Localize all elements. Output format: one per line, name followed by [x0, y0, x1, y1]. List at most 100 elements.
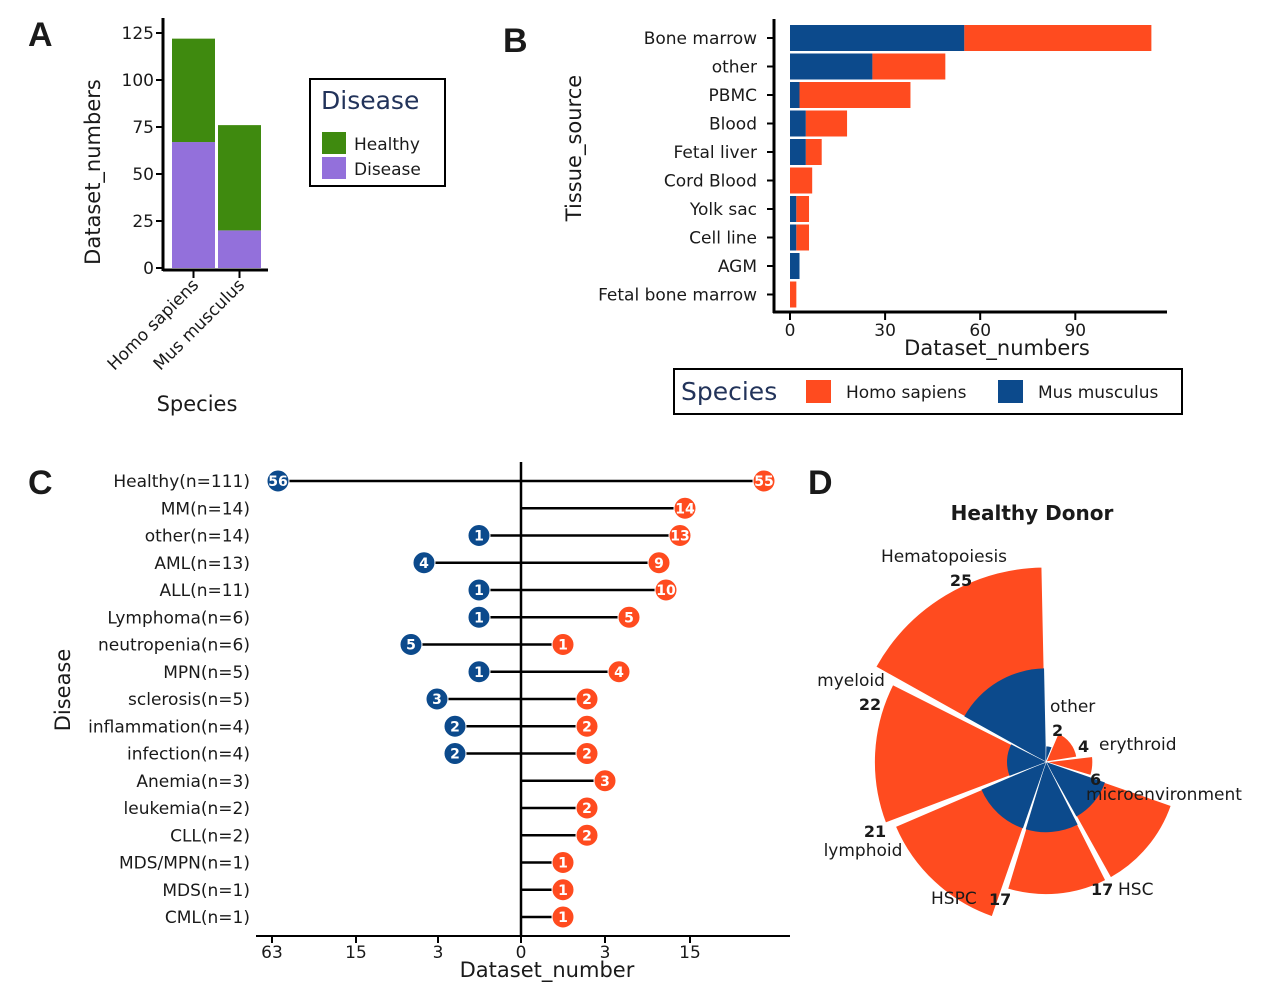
d-wedge-mus [1025, 762, 1078, 833]
c-dot-homo-label: 1 [558, 856, 568, 872]
c-dot-mus-label: 1 [474, 529, 484, 545]
c-y-tick-label: AML(n=13) [154, 554, 250, 574]
c-dot-homo [575, 823, 599, 847]
c-y-tick-label: leukemia(n=2) [124, 799, 250, 819]
b-x-tick-label: 0 [785, 321, 796, 341]
a-bar-disease [172, 142, 215, 268]
b-legend-title: Species [681, 377, 777, 406]
b-legend-box [673, 368, 1183, 415]
c-dot-homo [551, 851, 575, 874]
c-y-tick-label: ALL(n=11) [160, 581, 251, 601]
c-dot-homo-label: 5 [624, 610, 634, 626]
c-dot-mus [467, 660, 491, 684]
b-y-tick-label: AGM [718, 257, 757, 277]
a-bar-healthy [172, 38, 215, 143]
b-x-tick-label: 90 [1064, 321, 1086, 341]
d-slice-value: 4 [1078, 737, 1089, 756]
b-bar-homo [796, 196, 810, 222]
d-slice-value: 2 [1052, 721, 1063, 740]
d-wedge-mus [964, 668, 1046, 762]
d-slice-value: 17 [1091, 880, 1113, 899]
a-bar-disease [218, 230, 261, 268]
c-y-tick-label: MPN(n=5) [163, 663, 250, 683]
a-legend: Disease Healthy Disease [309, 78, 446, 187]
b-x-tick-label: 30 [874, 321, 896, 341]
c-y-tick-label: CLL(n=2) [170, 826, 250, 846]
d-slice-value: 6 [1090, 770, 1101, 789]
d-slice-name: Hematopoiesis [881, 547, 1007, 567]
a-legend-healthy-label: Healthy [354, 135, 420, 155]
c-dot-mus-label: 3 [432, 692, 442, 708]
c-dot-mus-label: 2 [450, 747, 460, 763]
d-wedge-homo [1045, 755, 1094, 777]
a-x-axis-label: Species [157, 392, 238, 416]
c-dot-mus-label: 56 [268, 474, 287, 490]
c-dot-mus-label: 5 [406, 638, 416, 654]
c-dot-homo-label: 13 [670, 529, 689, 545]
c-dot-mus [412, 551, 436, 575]
d-slice-name: lymphoid [824, 841, 903, 861]
c-y-tick-label: inflammation(n=4) [88, 717, 250, 737]
b-bar-mus [790, 53, 873, 80]
b-legend: Species Homo sapiens Mus musculus [673, 368, 1183, 415]
b-bar-homo [790, 281, 797, 308]
a-bars [172, 38, 261, 268]
c-dot-mus [467, 524, 491, 547]
c-dot-mus [467, 578, 491, 602]
b-bar-mus [790, 25, 965, 51]
a-y-tick-label: 125 [122, 24, 154, 44]
b-bar-mus [790, 196, 797, 222]
panel-label-c: C [28, 464, 53, 502]
c-dot-mus-label: 2 [450, 719, 460, 735]
c-y-tick-label: Anemia(n=3) [136, 772, 250, 792]
c-y-tick-label: infection(n=4) [127, 745, 250, 765]
b-y-tick-label: other [712, 58, 757, 78]
c-y-tick-label: MDS/MPN(n=1) [119, 854, 250, 874]
c-dot-homo [654, 578, 678, 602]
c-x-axis-label: Dataset_number [460, 958, 635, 983]
c-dot-homo [593, 769, 617, 793]
c-y-tick-label: Lymphoma(n=6) [107, 608, 250, 628]
d-slice-name: myeloid [817, 671, 885, 691]
b-bar-homo [805, 110, 848, 137]
c-x-tick-label: 3 [600, 943, 611, 963]
c-dot-homo [575, 714, 599, 738]
panel-label-a: A [28, 16, 53, 54]
d-title: Healthy Donor [951, 501, 1114, 525]
c-dot-homo [551, 633, 575, 656]
c-y-tick-label: other(n=14) [145, 527, 250, 547]
panel-label-d: D [808, 464, 833, 502]
b-legend-mus-label: Mus musculus [1038, 383, 1159, 403]
c-dot-homo-label: 9 [654, 556, 664, 572]
c-dot-mus [266, 469, 290, 493]
c-dot-homo [647, 551, 671, 575]
c-y-tick-label: Healthy(n=111) [113, 472, 250, 492]
c-dot-homo-label: 3 [600, 774, 610, 790]
c-dot-homo [607, 660, 631, 684]
d-wedge-homo [1045, 732, 1078, 763]
b-bar-homo [805, 139, 822, 165]
d-slice-name: microenvironment [1086, 785, 1242, 805]
c-y-tick-label: sclerosis(n=5) [128, 690, 250, 710]
c-dot-homo [551, 905, 575, 929]
c-dot-homo-label: 2 [582, 828, 592, 844]
b-y-tick-label: PBMC [709, 86, 757, 106]
d-wedge-mus [981, 762, 1046, 829]
b-bar-mus [790, 224, 797, 251]
b-bar-homo [964, 25, 1152, 51]
b-y-tick-label: Bone marrow [644, 29, 757, 49]
b-legend-swatch-homo [806, 380, 831, 403]
c-dot-homo-label: 2 [582, 719, 592, 735]
b-y-tick-label: Fetal bone marrow [598, 286, 757, 306]
d-wedge-mus [1046, 762, 1105, 817]
c-y-ticks: Healthy(n=111)MM(n=14)other(n=14)AML(n=1… [88, 472, 250, 928]
c-dot-homo-label: 55 [754, 474, 773, 490]
c-x-tick-label: 0 [516, 943, 527, 963]
c-dot-homo-label: 1 [558, 883, 568, 899]
d-wedges [873, 566, 1172, 918]
c-dot-mus [425, 687, 449, 711]
